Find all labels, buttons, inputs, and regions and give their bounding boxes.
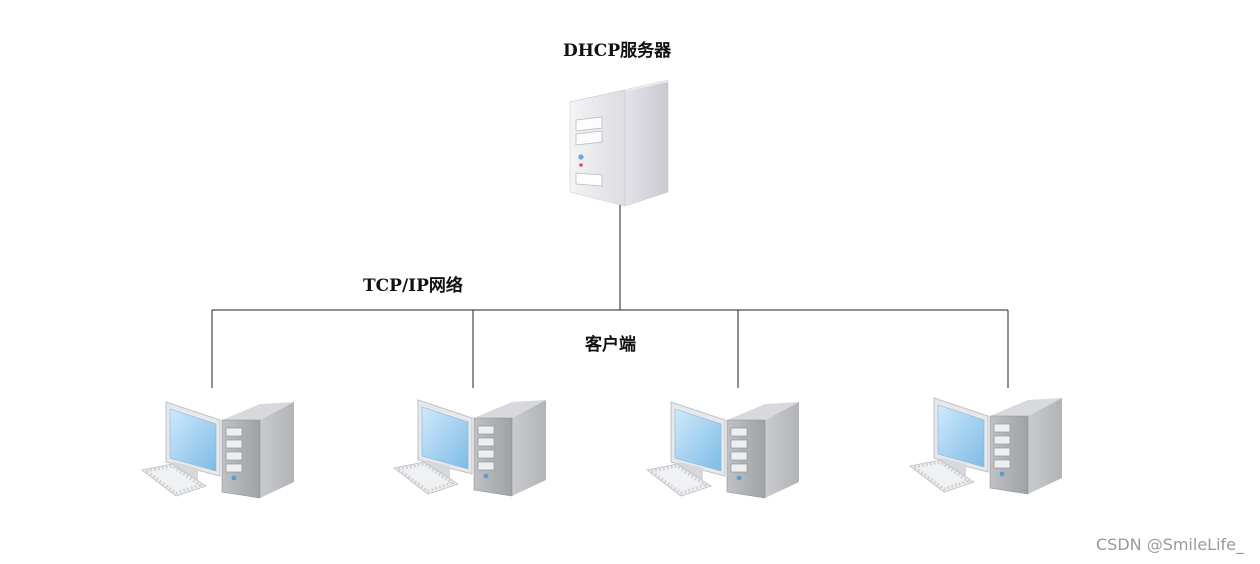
desktop-computer-icon (646, 401, 799, 499)
desktop-computer-icon (909, 397, 1062, 495)
watermark: CSDN @SmileLife_ (1095, 535, 1244, 554)
client-computer-4 (909, 397, 1062, 495)
server-label: DHCP服务器 (563, 41, 672, 61)
desktop-computer-icon (393, 399, 546, 497)
server-icon (569, 79, 669, 207)
connection-lines (211, 203, 1009, 388)
desktop-computer-icon (141, 401, 294, 499)
client-computer-1 (141, 401, 294, 499)
client-label: 客户端 (585, 335, 636, 355)
client-computer-3 (646, 401, 799, 499)
network-label: TCP/IP网络 (363, 276, 463, 296)
client-computer-2 (393, 399, 546, 497)
